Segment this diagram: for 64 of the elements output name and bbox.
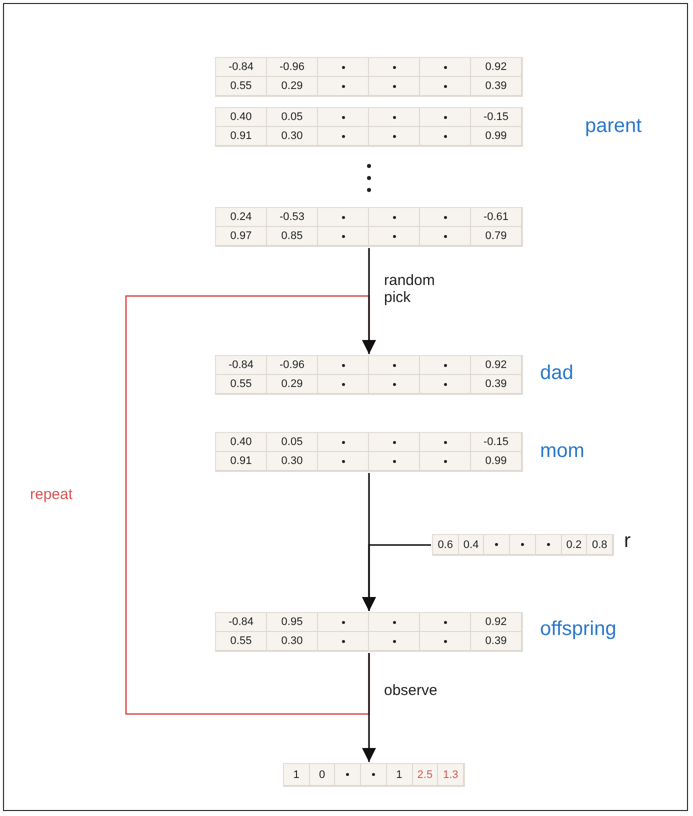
cell-value: 0.2 (566, 538, 582, 550)
cell-value: 0.30 (281, 455, 303, 467)
value-table (215, 612, 523, 652)
edge-label: random pick (384, 272, 436, 306)
cell-value: -0.53 (279, 211, 305, 223)
cell-value: -0.84 (228, 61, 254, 73)
cell-value: 0.05 (281, 111, 303, 123)
cell-value: 1 (396, 768, 402, 780)
cell-value: 0.91 (230, 455, 252, 467)
cell-value: 0.30 (281, 130, 303, 142)
cell-value: -0.15 (483, 436, 509, 448)
arrow (362, 653, 376, 762)
cell-value: 0.29 (281, 378, 303, 390)
table-caption: dad (540, 362, 574, 385)
cell-value: 0 (319, 768, 326, 780)
value-table (215, 107, 523, 147)
cell-value: -0.61 (483, 211, 509, 223)
cell-value: 0.29 (281, 80, 303, 92)
cell-value: 0.39 (485, 80, 507, 92)
cell-value: 0.24 (230, 211, 252, 223)
cell-value: 0.85 (281, 230, 303, 242)
cell-value: 0.55 (230, 378, 252, 390)
cell-value: 0.91 (230, 130, 252, 142)
cell-value: 0.92 (485, 616, 507, 628)
value-table (215, 355, 523, 395)
cell-value: 0.55 (230, 635, 252, 647)
cell-value: 0.05 (281, 436, 303, 448)
cell-value: -0.96 (279, 359, 305, 371)
table-caption: mom (540, 440, 584, 463)
cell-value: 2.5 (417, 768, 433, 780)
edge-label: observe (384, 682, 438, 699)
edge-label: repeat (30, 486, 74, 503)
cell-value: 0.40 (230, 436, 252, 448)
value-table (215, 57, 523, 97)
value-table (215, 432, 523, 472)
cell-value: 0.95 (281, 616, 303, 628)
value-table (432, 534, 614, 556)
arrow (362, 248, 376, 354)
cell-value: 0.55 (230, 80, 252, 92)
cell-value: 0.99 (485, 455, 507, 467)
cell-value: -0.84 (228, 359, 254, 371)
cell-value: 0.92 (485, 61, 507, 73)
cell-value: 0.30 (281, 635, 303, 647)
cell-value: -0.96 (279, 61, 305, 73)
value-table (283, 763, 465, 787)
cell-value: 0.39 (485, 378, 507, 390)
cell-value: 0.79 (485, 230, 507, 242)
cell-value: 0.97 (230, 230, 252, 242)
cell-value: 0.8 (592, 538, 608, 550)
cell-value: 0.40 (230, 111, 252, 123)
table-caption: parent (585, 115, 642, 138)
cell-value: 0.4 (463, 538, 479, 550)
cell-value: 0.99 (485, 130, 507, 142)
cell-value: -0.84 (228, 616, 254, 628)
arrow (362, 544, 431, 611)
cell-value: 0.92 (485, 359, 507, 371)
table-caption: r (624, 530, 631, 553)
cell-value: 0.6 (438, 538, 453, 550)
cell-value: -0.15 (483, 111, 509, 123)
value-table (215, 207, 523, 247)
cell-value: 1.3 (442, 768, 458, 780)
cell-value: 0.39 (485, 635, 507, 647)
cell-value: 1 (293, 768, 300, 780)
table-caption: offspring (540, 618, 616, 641)
